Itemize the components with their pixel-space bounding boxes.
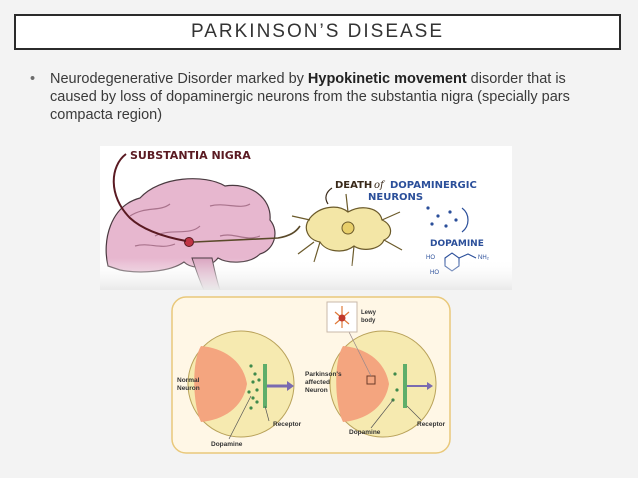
label-nh2: NH₂ [478, 255, 490, 261]
label-normal: Normal [177, 377, 200, 384]
label-receptor-left: Receptor [273, 421, 302, 428]
synapse-comparison-illustration: Normal Neuron Parkinson's affected Neuro… [171, 296, 451, 454]
receptor-right-pointer [406, 405, 422, 421]
label-parkinsons: Parkinson's [305, 371, 342, 378]
substantia-nigra-illustration: SUBSTANTIA NIGRA DEATH of DOPAMINERGIC N… [100, 146, 512, 291]
normal-terminal [194, 346, 247, 422]
label-body: body [361, 318, 376, 324]
title-box: PARKINSON’S DISEASE [14, 14, 621, 50]
label-ho-bottom: HO [430, 270, 439, 276]
neuron-nucleus [341, 221, 355, 235]
pd-receptor-bar [403, 364, 407, 408]
pd-terminal [336, 346, 389, 422]
normal-receptor-bar [263, 364, 267, 408]
label-neurons: NEURONS [368, 192, 423, 203]
label-normal-neuron: Neuron [177, 385, 200, 392]
label-dopaminergic: DOPAMINERGIC [390, 180, 477, 191]
slide-title: PARKINSON’S DISEASE [190, 21, 445, 42]
bullet-item: • Neurodegenerative Disorder marked by H… [30, 70, 610, 124]
label-lewy: Lewy [361, 310, 377, 316]
neuron-dendrites [291, 193, 403, 267]
dopamine-left-pointer [228, 395, 252, 440]
death-pointer [325, 187, 333, 205]
pd-dopamine-dots [391, 372, 399, 402]
dopamine-right-pointer [370, 399, 394, 429]
receptor-left-pointer [264, 405, 270, 422]
label-of: of [374, 180, 386, 191]
brain-folds [129, 203, 261, 247]
illustration-svg: SUBSTANTIA NIGRA DEATH of DOPAMINERGIC N… [100, 149, 512, 291]
label-dopamine-right: Dopamine [349, 429, 381, 436]
synapse-svg: Normal Neuron Parkinson's affected Neuro… [171, 296, 451, 454]
label-death: DEATH [335, 180, 372, 191]
label-substantia-nigra: SUBSTANTIA NIGRA [130, 149, 251, 162]
side-chain [458, 253, 477, 259]
lewy-pointer [348, 331, 372, 377]
dopamine-bracket [461, 207, 469, 233]
bullet-text-start: Neurodegenerative Disorder marked by [50, 71, 308, 87]
bottom-fade [100, 258, 512, 290]
label-affected: affected [305, 379, 330, 386]
label-ho-top: HO [426, 255, 435, 261]
bullet-text-bold: Hypokinetic movement [307, 71, 467, 87]
label-dopamine-left: Dopamine [211, 441, 243, 448]
normal-dopamine-dots [247, 364, 261, 410]
substantia-pointer [112, 153, 187, 242]
bullet-text: Neurodegenerative Disorder marked by Hyp… [50, 70, 610, 124]
bullet-text-end: disorder that is caused by loss of dopam… [50, 71, 570, 123]
label-dopamine: DOPAMINE [430, 239, 484, 249]
bullet-marker: • [30, 71, 36, 87]
label-receptor-right: Receptor [417, 421, 446, 428]
axon-line [193, 225, 301, 243]
substantia-nigra-dot [184, 237, 194, 247]
label-pd-neuron: Neuron [305, 387, 328, 394]
brain-shape [105, 178, 276, 273]
dopamine-dots [426, 206, 458, 228]
